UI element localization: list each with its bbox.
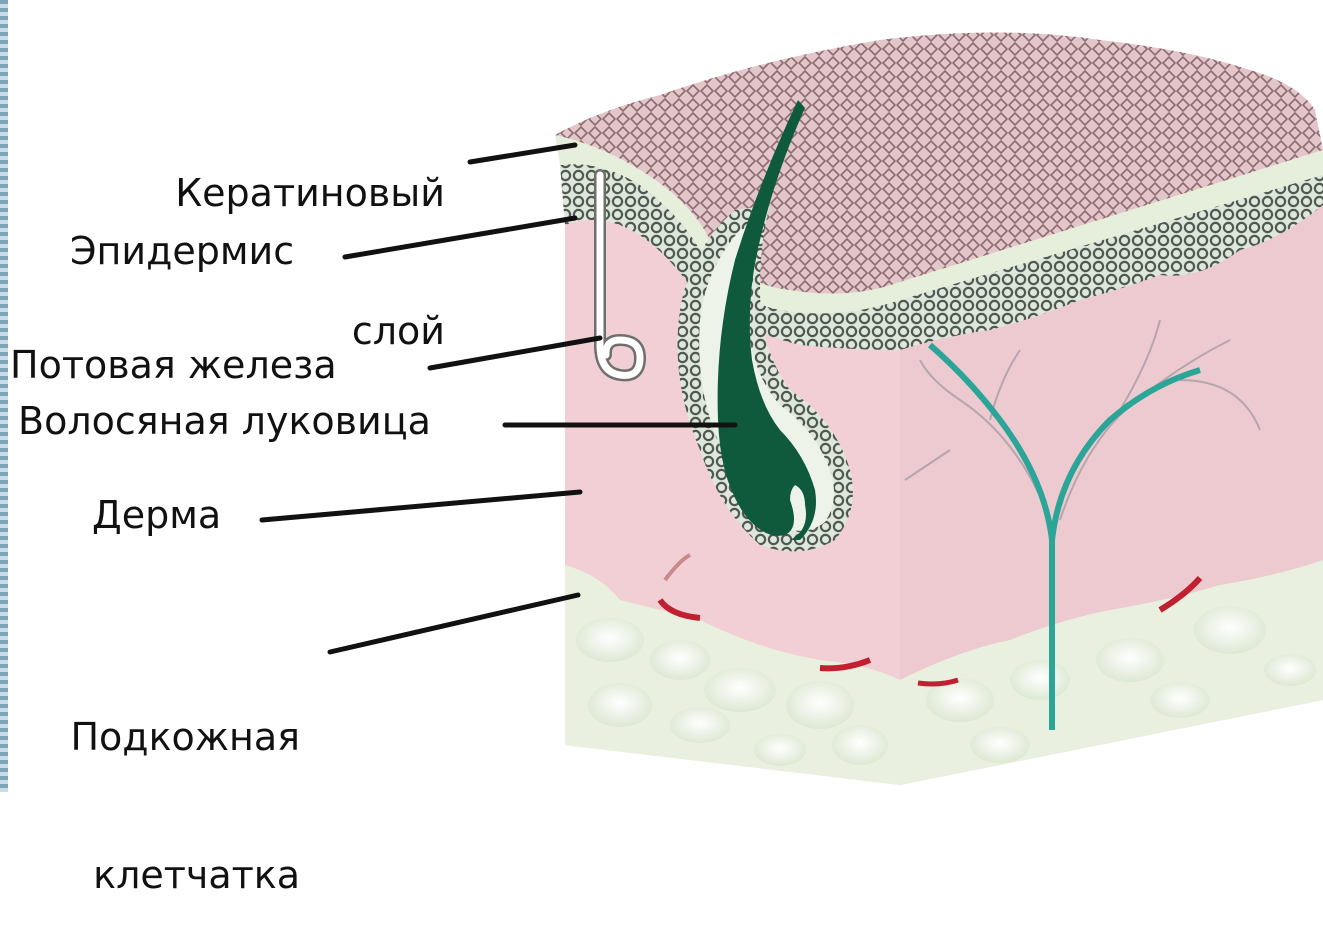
label-epidermis: Эпидермис [70,228,294,274]
label-keratin-line1: Кератиновый [110,170,445,216]
leader-dermis [262,492,580,520]
label-dermis: Дерма [92,492,221,538]
leader-subcutis [330,595,578,652]
label-subcutis-line1: Подкожная [40,714,300,760]
label-sweat-gland: Потовая железа [10,342,337,388]
label-subcutis-line2: клетчатка [40,852,300,898]
label-hair-bulb: Волосяная луковица [18,398,431,444]
label-subcutis: Подкожная клетчатка [40,622,300,944]
